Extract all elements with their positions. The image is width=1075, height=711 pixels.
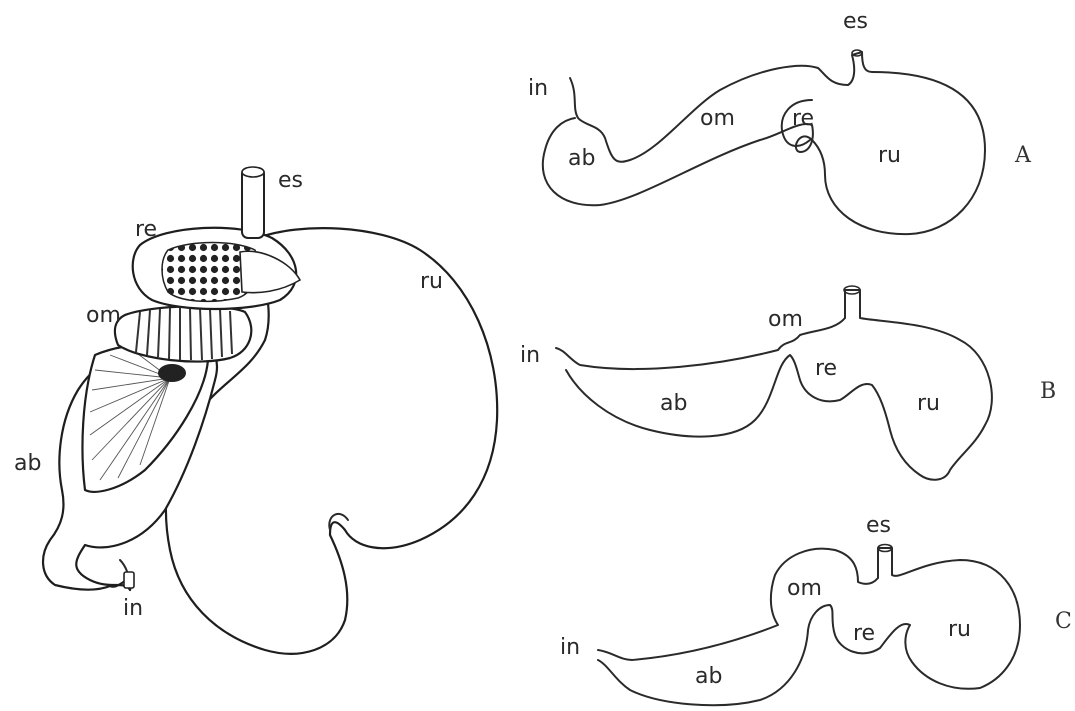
diagram-a-label-es: es	[843, 9, 868, 34]
diagram-c-label-re: re	[853, 621, 875, 646]
drawing-label-ab: ab	[14, 451, 41, 476]
diagram-c-label-ru: ru	[948, 617, 971, 642]
drawing-label-in: in	[123, 596, 143, 621]
diagram-c-label-om: om	[787, 576, 822, 601]
diagram-a-outline	[543, 52, 985, 234]
diagram-b: in om re ab ru B	[520, 286, 1056, 480]
diagram-a-label-re: re	[792, 106, 814, 131]
diagram-b-label-ru: ru	[917, 391, 940, 416]
diagram-a-label-in: in	[528, 76, 548, 101]
drawing-label-ru: ru	[420, 269, 443, 294]
diagram-c-label-es: es	[866, 513, 891, 538]
diagram-b-panel-letter: B	[1040, 379, 1056, 404]
drawing-label-re: re	[135, 217, 157, 242]
diagram-a-label-ru: ru	[878, 143, 901, 168]
diagram-c-panel-letter: C	[1055, 609, 1072, 634]
drawing-label-es: es	[278, 168, 303, 193]
diagram-c: es om in re ru ab C	[560, 513, 1072, 705]
diagram-a-panel-letter: A	[1014, 143, 1032, 168]
diagram-b-label-re: re	[815, 356, 837, 381]
diagram-a-label-ab: ab	[568, 146, 595, 171]
diagram-a: es in om re ab ru A	[528, 9, 1032, 234]
diagram-b-label-in: in	[520, 343, 540, 368]
esophagus-tube	[242, 168, 264, 238]
diagram-b-label-ab: ab	[660, 391, 687, 416]
diagram-c-label-ab: ab	[695, 664, 722, 689]
diagram-a-label-om: om	[700, 106, 735, 131]
drawing-label-om: om	[86, 303, 121, 328]
stomach-drawing: es re ru om ab in	[14, 167, 497, 654]
diagram-b-label-om: om	[768, 307, 803, 332]
diagram-c-label-in: in	[560, 635, 580, 660]
